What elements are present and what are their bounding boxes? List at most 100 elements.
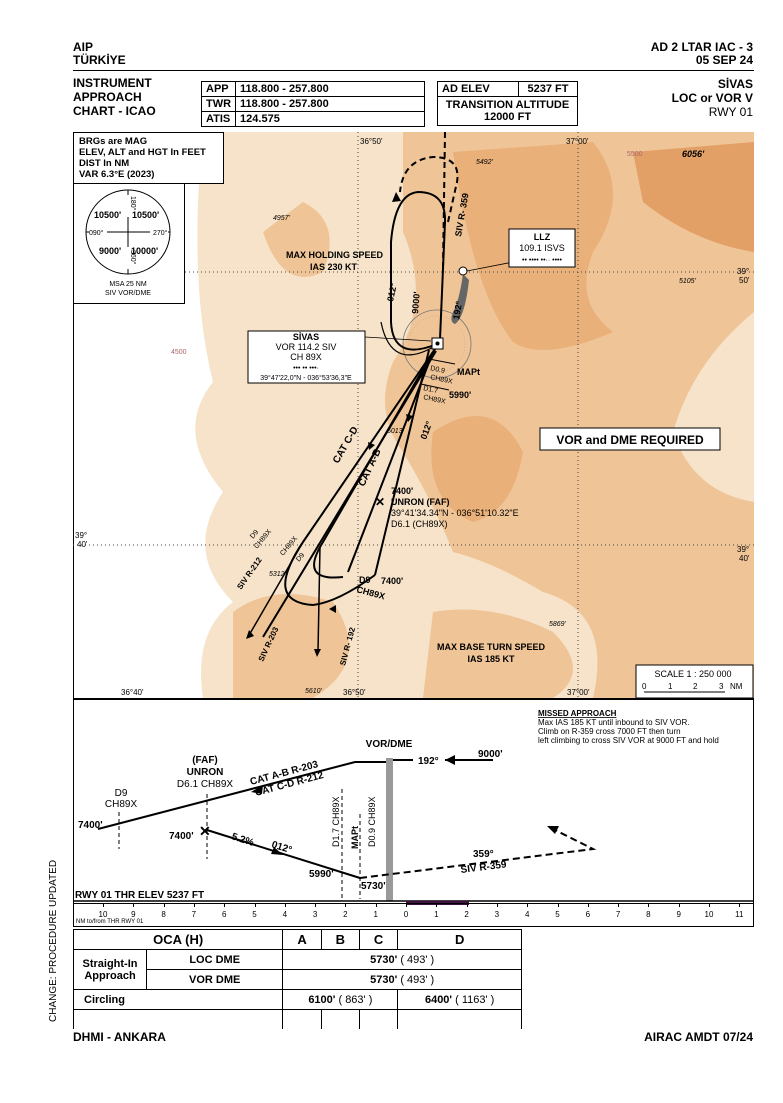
axis-tick	[193, 903, 195, 907]
vor-freq: VOR 114.2 SIV	[276, 342, 337, 352]
profile-radial: SIV R-359	[460, 859, 508, 876]
oca-value: 5730'	[370, 973, 398, 986]
profile-faf: (FAF)	[192, 755, 218, 766]
axis-tick-label: 4	[282, 910, 288, 919]
profile-altitude: 9000'	[478, 749, 503, 760]
axis-tick	[133, 903, 135, 907]
axis-tick-label: 2	[464, 910, 469, 919]
procedure-title: LOC or VOR V	[671, 91, 753, 105]
axis-tick	[406, 903, 407, 907]
axis-tick	[557, 903, 559, 907]
spot-elevation: 5013'	[387, 428, 405, 435]
spot-elevation: 5610'	[305, 688, 323, 695]
vor-box	[247, 330, 366, 384]
holding-pattern	[390, 155, 459, 351]
oca-header: C	[358, 929, 399, 950]
footer-left: DHMI - ANKARA	[73, 1030, 166, 1044]
note-line: ELEV, ALT and HGT In FEET	[79, 147, 206, 158]
base-turn-legs	[247, 541, 321, 653]
fix-d17-tick	[420, 383, 450, 391]
lat-lon-grid	[73, 132, 754, 698]
lat-label: 37°00'	[567, 688, 590, 697]
compass-rose	[402, 309, 472, 379]
axis-tick	[587, 903, 589, 907]
oca-height: ( 493' )	[400, 973, 435, 986]
terrain	[195, 132, 754, 698]
axis-tick	[678, 903, 680, 907]
axis-tick	[648, 903, 650, 907]
chart-id: AD 2 LTAR IAC - 3	[650, 40, 753, 54]
profile-unron: UNRON	[187, 767, 224, 778]
axis-tick-label: 7	[191, 910, 197, 919]
missed-radial-line	[442, 132, 446, 268]
fix-d9-label: D9	[359, 575, 371, 585]
runway-shape	[451, 274, 469, 324]
msa-caption: MSA 25 NM	[109, 281, 147, 288]
contour-label: 5500	[627, 151, 643, 158]
chart-type-line: INSTRUMENT	[73, 76, 152, 90]
note-line: VAR 6.3°E (2023)	[79, 169, 154, 180]
hold-entry	[380, 321, 436, 356]
axis-tick	[709, 903, 710, 907]
axis-tick-label: 3	[494, 910, 500, 919]
fix-d9-label: D9	[249, 529, 260, 540]
altitude-label: 7400'	[381, 576, 403, 586]
arrow-icon	[246, 630, 254, 639]
missed-line: Max IAS 185 KT until inbound to SIV VOR.	[538, 718, 690, 727]
base-speed: MAX BASE TURN SPEED	[437, 642, 546, 652]
scale-label: SCALE 1 : 250 000	[654, 669, 731, 679]
lat-label: 37°00'	[566, 137, 589, 146]
axis-tick	[163, 903, 165, 907]
profile-procedure-turn	[97, 761, 386, 830]
faf-distance: D6.1 (CH89X)	[391, 519, 448, 529]
lon-label: 40'	[77, 540, 88, 549]
arrow-icon	[406, 414, 413, 422]
profile-altitude: 7400'	[169, 831, 194, 842]
fix-ch-label: CH89X	[430, 374, 454, 386]
mapt-label: MAPt	[457, 367, 480, 377]
msa-diagram: 10500' 10500' 9000' 10000' 180° 090° 270…	[73, 183, 185, 304]
plan-view: 36°50' 37°00' 36°40' 36°50' 37°00' 39° 5…	[73, 132, 754, 699]
hold-track-label: 012°	[385, 282, 399, 303]
profile-frame	[73, 699, 754, 927]
msa-sector: 10500'	[132, 210, 159, 220]
axis-tick-label: 9	[676, 910, 681, 919]
axis-tick	[254, 903, 256, 907]
llz-icon	[458, 266, 468, 276]
contour-label: 4500	[171, 349, 187, 356]
arrow-icon	[445, 755, 455, 765]
vor-leader	[364, 336, 432, 342]
vor-coordinates: 39°47'22,0"N - 036°53'36,3"E	[260, 374, 352, 382]
chart-date: 05 SEP 24	[695, 53, 753, 67]
oca-header: A	[282, 929, 322, 950]
faf-icon: ✕	[375, 495, 385, 509]
hold-altitude: 9000'	[410, 291, 422, 314]
faf-coordinates: 39°41'34.34"N - 036°51'10.32"E	[391, 508, 519, 518]
lat-label: 36°50'	[343, 688, 366, 697]
msa-bearing: 090°	[89, 229, 104, 237]
axis-tick-label: 5	[555, 910, 560, 919]
freq-value: 118.800 - 257.800	[235, 81, 426, 97]
faf-altitude: 7400'	[391, 486, 413, 496]
spot-elevation: 6056'	[682, 149, 705, 159]
country-label: TÜRKİYE	[73, 53, 126, 67]
runway-title: RWY 01	[708, 105, 753, 119]
oca-height: ( 493' )	[400, 953, 435, 966]
scale-tick: NM	[730, 682, 743, 691]
profile-d09: D0.9 CH89X	[367, 796, 377, 847]
ad-elev-label: AD ELEV	[437, 81, 519, 97]
oca-header: OCA (H)	[72, 929, 284, 950]
requirement-box	[539, 427, 721, 451]
profile-track: 192°	[418, 756, 439, 767]
airport-title: SİVAS	[717, 77, 753, 91]
vor-morse: ••• •• •••·	[293, 365, 319, 372]
faf-name: UNRON (FAF)	[391, 497, 450, 507]
profile-view: MISSED APPROACH Max IAS 185 KT until inb…	[73, 699, 754, 927]
circling-abc-value: 6100' ( 863' )	[282, 989, 399, 1010]
lon-label: 39°	[737, 545, 749, 554]
arrow-icon	[271, 847, 283, 855]
